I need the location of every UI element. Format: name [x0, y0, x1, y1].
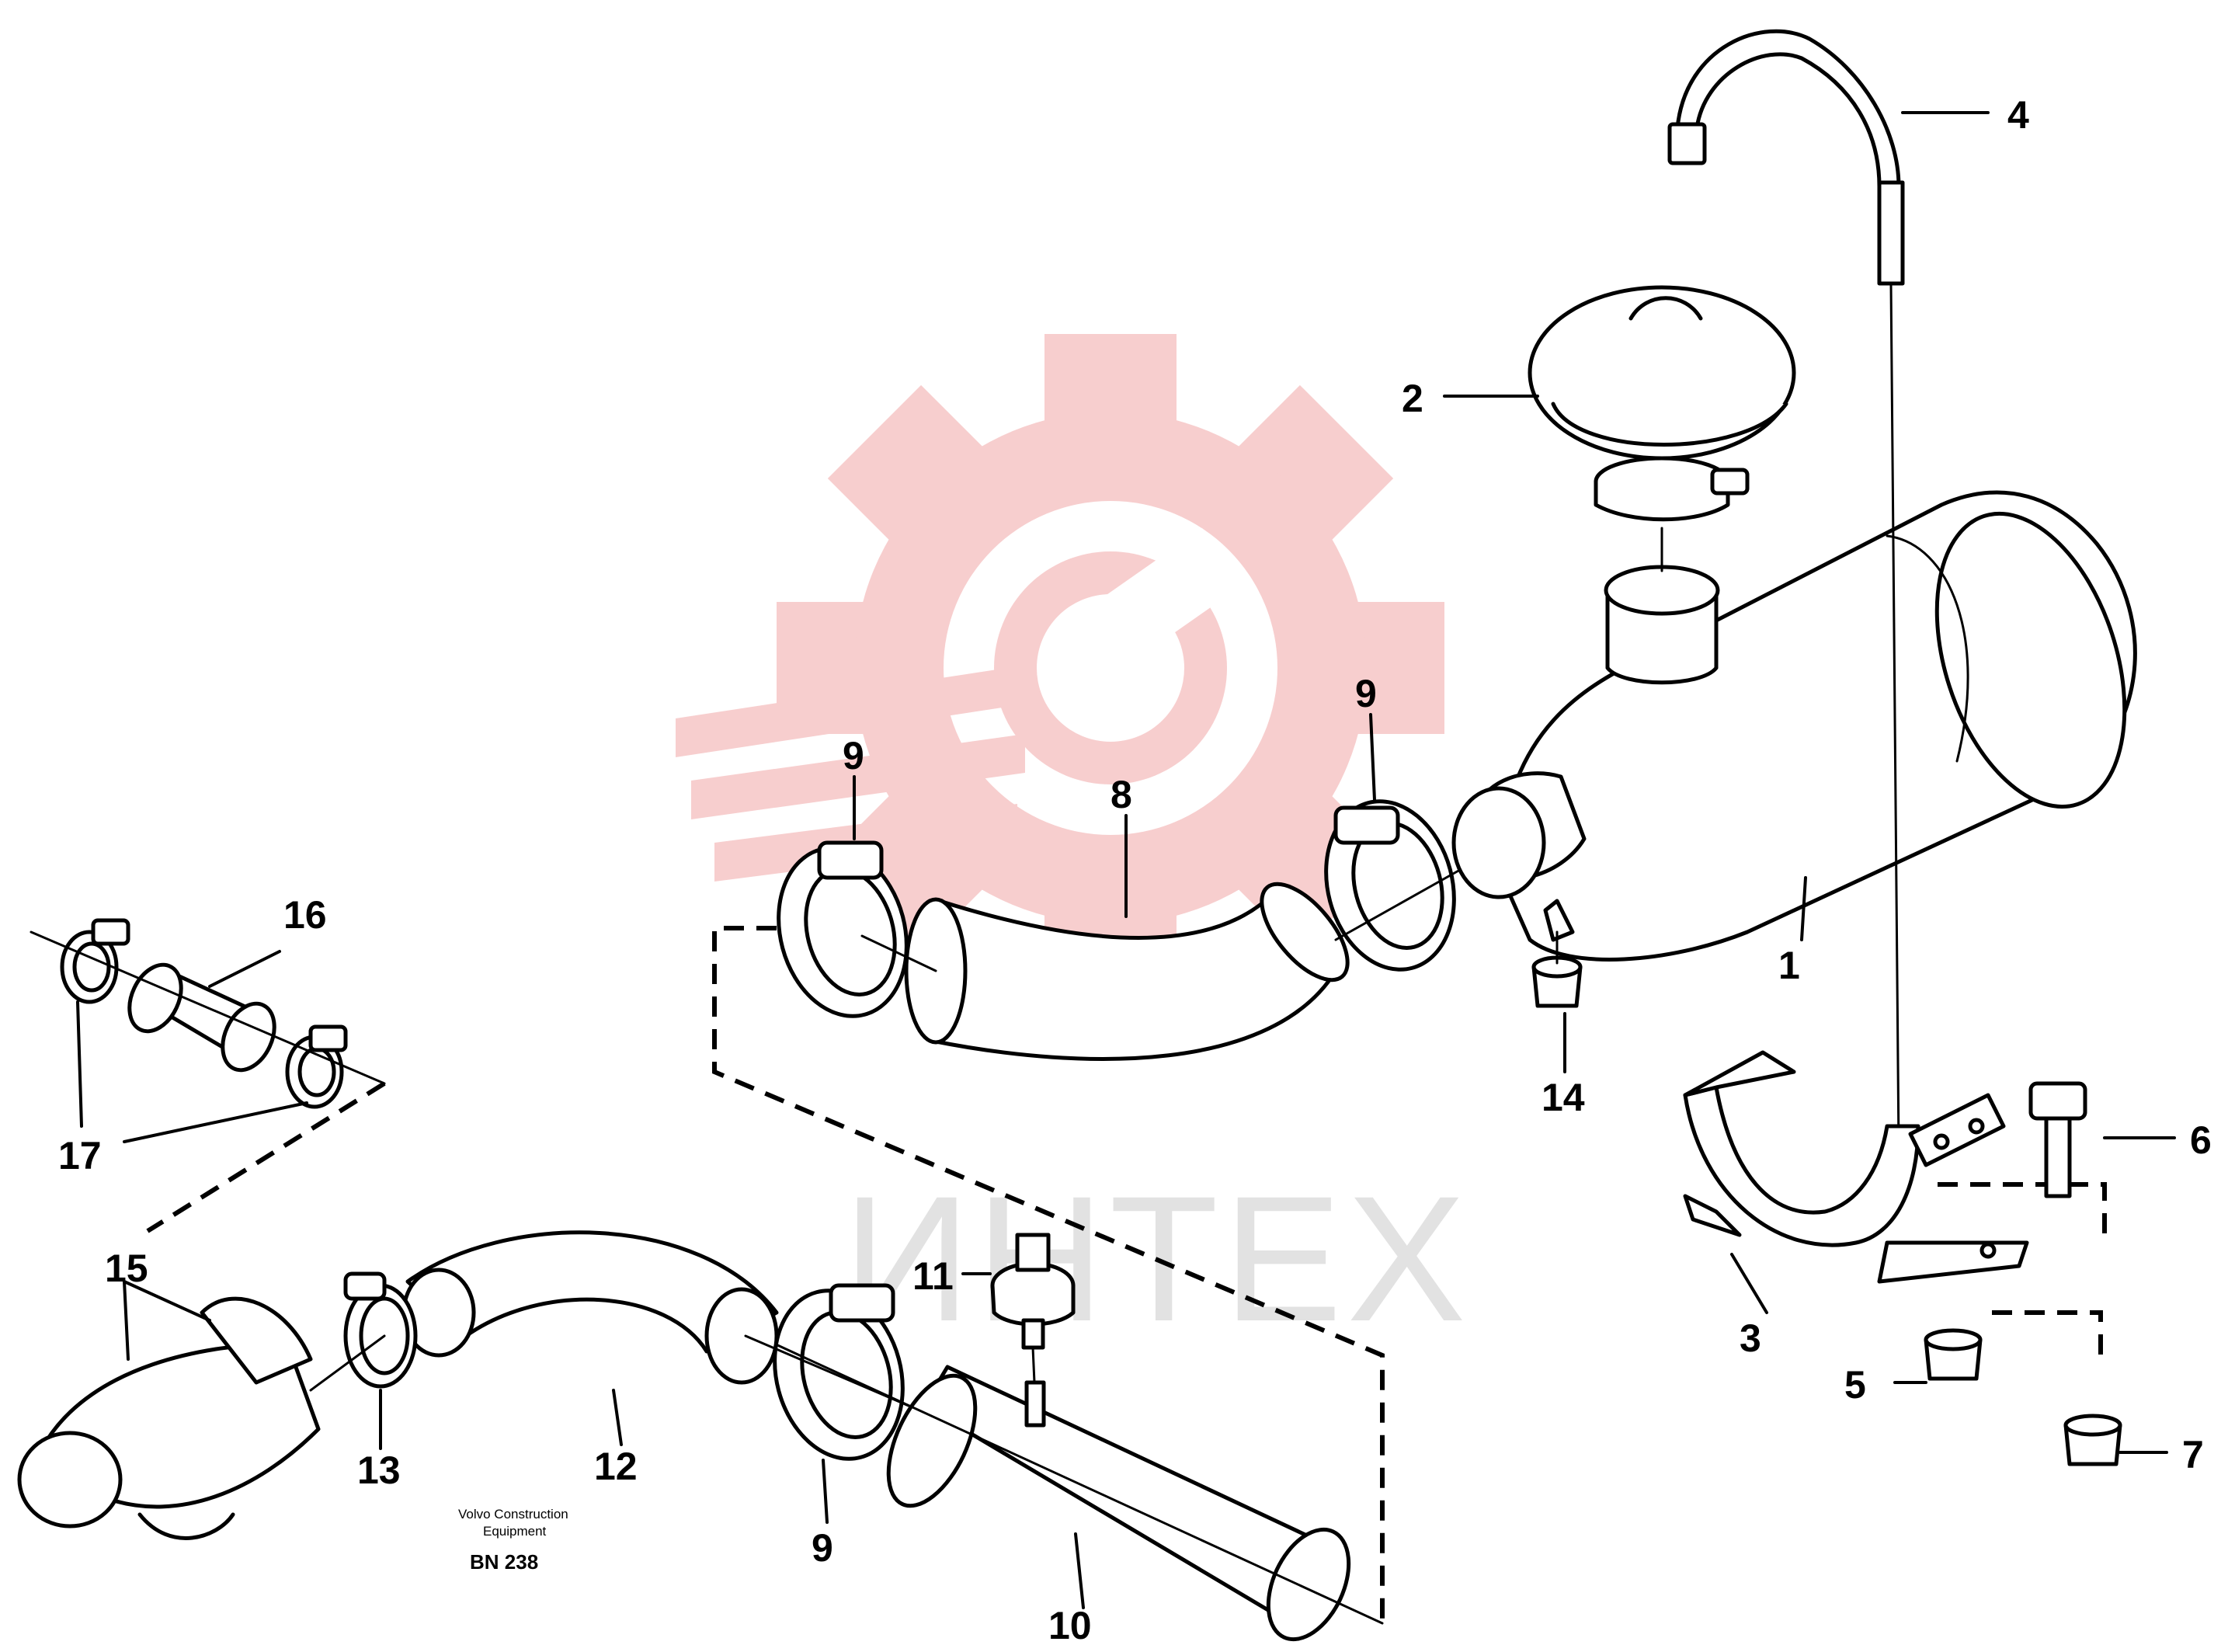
hose-clamp-13 [343, 1271, 418, 1389]
hose-clamp-upper-left [777, 840, 909, 1018]
compressor-inlet [17, 1296, 321, 1540]
centre-lines [30, 868, 1559, 1407]
callout-9b: 9 [1355, 672, 1377, 715]
callout-3: 3 [1740, 1316, 1761, 1360]
hose-clamp-17b [285, 1024, 348, 1109]
air-filter-housing [1451, 490, 2137, 962]
callout-9c: 9 [812, 1526, 833, 1570]
nut-14 [1531, 955, 1583, 1008]
document-caption: Volvo Construction Equipment BN 238 [458, 1507, 568, 1574]
short-hose-16 [127, 962, 276, 1073]
watermark-gear-logo [676, 334, 1444, 1002]
callout-12: 12 [594, 1445, 638, 1488]
callout-6: 6 [2190, 1118, 2212, 1162]
watermark-text: ИНТЕХ [843, 1159, 1471, 1358]
callout-4: 4 [2007, 93, 2029, 137]
caption-line-2: Equipment [483, 1524, 547, 1539]
u-bolt-strap [1667, 29, 1905, 1151]
callout-15: 15 [105, 1247, 148, 1290]
callout-17: 17 [58, 1134, 102, 1177]
flange-nut-7 [2063, 1414, 2122, 1466]
mounting-bracket [1683, 1050, 2029, 1284]
callout-8: 8 [1111, 773, 1132, 816]
callout-9a: 9 [843, 734, 864, 777]
callout-16: 16 [283, 893, 327, 937]
elbow-hose [401, 1230, 779, 1385]
callout-13: 13 [357, 1449, 401, 1492]
caption-line-1: Volvo Construction [458, 1507, 568, 1522]
flange-nut-5 [1924, 1328, 1983, 1381]
bolt-6 [2028, 1081, 2087, 1198]
callout-5: 5 [1844, 1363, 1866, 1407]
hose-clamp-lower [773, 1283, 905, 1461]
doc-code: BN 238 [470, 1550, 538, 1574]
callout-7: 7 [2182, 1433, 2204, 1476]
callout-14: 14 [1542, 1076, 1585, 1119]
assembly-dash-lines [146, 926, 2107, 1627]
callout-2: 2 [1402, 377, 1423, 420]
pre-cleaner-cap [1528, 285, 1796, 572]
pressure-switch [990, 1233, 1076, 1428]
hose-clamp-17a [60, 918, 130, 1004]
callout-numbers: 1 2 3 4 5 6 7 8 9 9 9 10 11 12 13 14 15 … [58, 93, 2212, 1647]
callout-10: 10 [1048, 1604, 1092, 1647]
callout-1: 1 [1778, 944, 1800, 987]
leader-lines [76, 111, 2176, 1609]
straight-hose [705, 1311, 1384, 1642]
callout-11: 11 [912, 1254, 954, 1298]
